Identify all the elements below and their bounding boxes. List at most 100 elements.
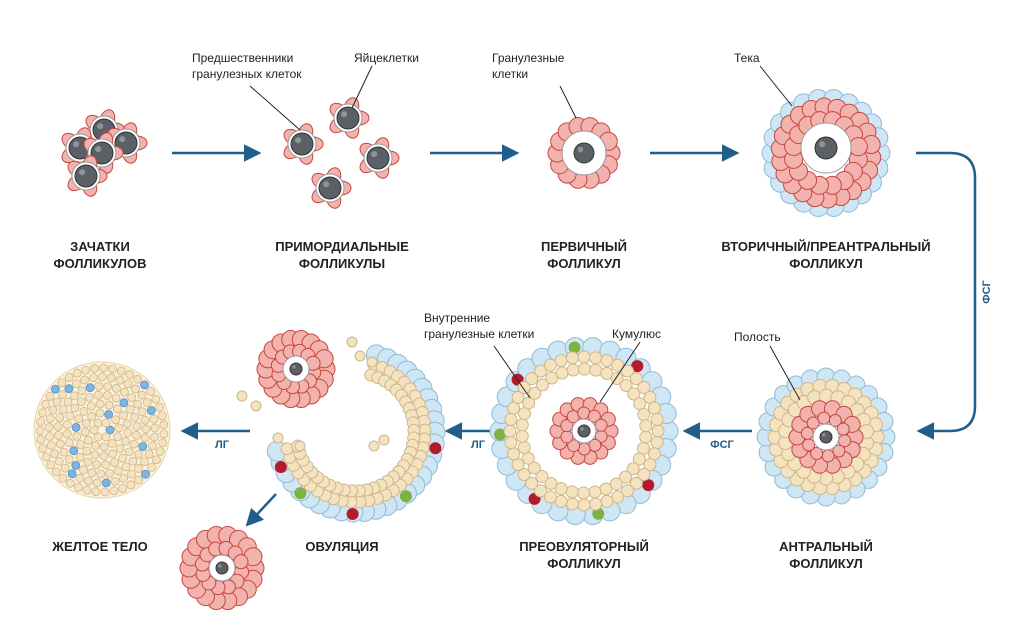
luteal-cell bbox=[102, 391, 112, 400]
luteal-cell bbox=[50, 449, 59, 459]
inner-granulosa-cell bbox=[525, 476, 539, 490]
luteal-cell bbox=[132, 421, 142, 431]
luteal-blue-cell bbox=[101, 478, 111, 488]
luteal-cell bbox=[111, 384, 121, 393]
luteal-cell bbox=[64, 373, 74, 382]
luteal-cell bbox=[107, 439, 117, 448]
luteal-cell bbox=[48, 405, 58, 415]
oocyte-nucleus bbox=[819, 430, 833, 444]
luteal-cell bbox=[79, 406, 89, 416]
callout-inner-granulosa-line2: гранулезные клетки bbox=[424, 327, 534, 341]
cumulus-cell bbox=[594, 418, 608, 432]
luteal-cell bbox=[106, 373, 116, 383]
luteal-cell bbox=[76, 440, 85, 450]
cumulus-cell bbox=[560, 430, 574, 444]
luteal-cell bbox=[116, 366, 126, 376]
oocyte-highlight bbox=[580, 427, 584, 431]
luteal-cell bbox=[63, 397, 73, 407]
luteal-cell bbox=[64, 438, 74, 448]
inner-granulosa-cell bbox=[507, 447, 521, 461]
stage-preovulatory-line2: ФОЛЛИКУЛ bbox=[547, 556, 620, 571]
luteal-cell bbox=[111, 415, 120, 425]
luteal-cell bbox=[100, 487, 110, 497]
callout-inner-granulosa-line1: Внутренние bbox=[424, 311, 490, 325]
luteal-cell bbox=[83, 457, 93, 467]
cumulus-cell bbox=[567, 439, 581, 453]
stage-secondary-line2: ФОЛЛИКУЛ bbox=[789, 256, 862, 271]
scattered-cell bbox=[250, 400, 262, 412]
luteal-cell bbox=[114, 423, 124, 433]
theca-accent-cell bbox=[294, 487, 307, 500]
luteal-blue-cell bbox=[71, 422, 81, 432]
inner-granulosa-cell bbox=[600, 366, 614, 380]
inner-granulosa-cell bbox=[534, 484, 548, 498]
luteal-cell bbox=[113, 466, 123, 476]
luteal-cell bbox=[109, 486, 119, 496]
leader-cavity bbox=[769, 345, 801, 401]
luteal-cell bbox=[129, 439, 139, 449]
luteal-cell bbox=[93, 390, 103, 400]
luteal-cell bbox=[108, 449, 118, 459]
callout-cavity: Полость bbox=[734, 330, 781, 344]
stage-corpus-luteum-line1: ЖЕЛТОЕ ТЕЛО bbox=[51, 539, 147, 554]
inner-granulosa-cell bbox=[600, 354, 614, 368]
luteal-cell bbox=[45, 414, 55, 423]
inner-granulosa-cell bbox=[545, 371, 559, 385]
luteal-cell bbox=[147, 462, 156, 472]
luteal-cell bbox=[101, 460, 111, 470]
luteal-blue-cell bbox=[85, 383, 95, 393]
luteal-cell bbox=[60, 463, 70, 473]
stage-ovulation-line1: ОВУЛЯЦИЯ bbox=[305, 539, 378, 554]
luteal-cell bbox=[134, 464, 143, 473]
stage-primordial-line2: ФОЛЛИКУЛЫ bbox=[299, 256, 385, 271]
inner-granulosa-cell bbox=[637, 467, 651, 481]
callout-texts: Предшественники гранулезных клеток Яйцек… bbox=[192, 51, 781, 344]
inner-granulosa-cell bbox=[527, 461, 541, 475]
inner-granulosa-cell bbox=[565, 351, 579, 365]
luteal-cell bbox=[57, 390, 67, 400]
inner-granulosa-cell bbox=[599, 482, 613, 496]
ovulation-illustration bbox=[236, 329, 446, 523]
luteal-cell bbox=[113, 432, 123, 442]
luteal-cell bbox=[150, 432, 159, 442]
inner-granulosa-cell bbox=[511, 390, 525, 404]
luteal-cell bbox=[75, 473, 85, 483]
luteal-cell bbox=[65, 478, 75, 488]
oocyte-nucleus bbox=[336, 106, 360, 130]
luteal-cell bbox=[110, 476, 120, 486]
inner-granulosa-cell bbox=[643, 458, 657, 472]
inner-granulosa-cell bbox=[521, 451, 535, 465]
luteal-cell bbox=[99, 442, 109, 452]
inner-granulosa-cell bbox=[577, 350, 591, 364]
luteal-cell bbox=[125, 370, 135, 379]
luteal-cell bbox=[71, 379, 81, 389]
luteal-cell bbox=[126, 480, 136, 490]
stage-primary-line1: ПЕРВИЧНЫЙ bbox=[541, 239, 627, 254]
oocyte-highlight bbox=[292, 365, 296, 369]
inner-granulosa-cell bbox=[554, 354, 568, 368]
oocyte-nucleus bbox=[366, 146, 390, 170]
inner-granulosa-cell bbox=[637, 407, 651, 421]
inner-granulosa-cell bbox=[609, 477, 623, 491]
primary-follicle-illustration bbox=[547, 117, 621, 189]
inner-granulosa-cell bbox=[620, 364, 634, 378]
luteal-blue-cell bbox=[50, 384, 60, 394]
luteal-cell bbox=[101, 418, 111, 428]
theca-accent-cell bbox=[399, 490, 412, 503]
oocyte-nucleus bbox=[577, 424, 591, 438]
arrow-released-oocyte bbox=[245, 493, 277, 527]
preovulatory-follicle-illustration bbox=[489, 336, 679, 526]
luteal-cell bbox=[55, 413, 65, 423]
luteal-cell bbox=[84, 476, 93, 486]
luteal-cell bbox=[77, 386, 87, 396]
oocyte-nucleus bbox=[318, 176, 342, 200]
inner-granulosa-cell bbox=[637, 381, 651, 395]
stage-secondary-line1: ВТОРИЧНЫЙ/ПРЕАНТРАЛЬНЫЙ bbox=[721, 239, 930, 254]
secondary-follicle-illustration bbox=[761, 89, 891, 217]
luteal-cell bbox=[54, 456, 64, 466]
luteal-cell bbox=[99, 451, 109, 461]
inner-granulosa-cell bbox=[507, 401, 521, 415]
oocyte-nucleus bbox=[573, 142, 595, 164]
luteal-cell bbox=[80, 375, 89, 385]
luteal-cell bbox=[59, 447, 69, 457]
